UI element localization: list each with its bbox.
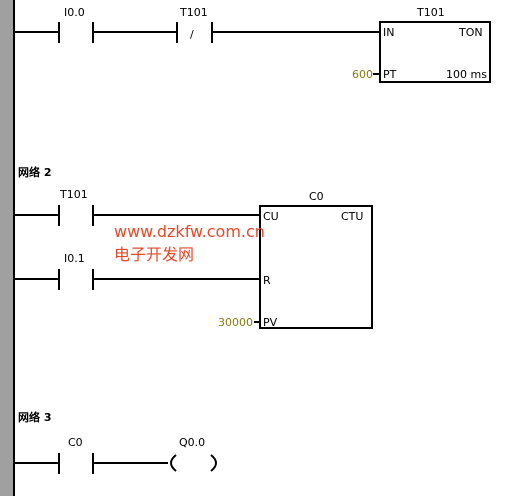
pv-value[interactable]: 30000 xyxy=(218,316,253,329)
contact-i0-0[interactable]: I0.0 xyxy=(14,6,94,43)
network-heading: 网络 2 xyxy=(18,165,51,179)
contact-label: T101 xyxy=(179,6,208,19)
coil-label: Q0.0 xyxy=(179,436,205,449)
contact-label: I0.1 xyxy=(64,252,85,265)
resolution: 100 ms xyxy=(446,68,487,81)
block-type: TON xyxy=(458,26,483,39)
contact-t101-no[interactable]: T101 xyxy=(14,188,94,226)
contact-label: T101 xyxy=(59,188,88,201)
left-edge-strip xyxy=(0,0,13,496)
network-heading: 网络 3 xyxy=(18,410,51,424)
contact-c0[interactable]: C0 xyxy=(14,436,94,474)
pt-value[interactable]: 600 xyxy=(352,68,373,81)
pin-pv: PV xyxy=(263,316,278,329)
block-type: CTU xyxy=(341,210,363,223)
network-2: 网络 2 T101 I0.1 C0 CU CTU R PV 30000 xyxy=(14,165,373,329)
watermark-url: www.dzkfw.com.cn xyxy=(114,222,265,241)
coil-q0-0[interactable]: Q0.0 xyxy=(170,436,217,472)
block-name: C0 xyxy=(309,190,324,203)
contact-i0-1[interactable]: I0.1 xyxy=(14,252,94,290)
network-1: I0.0 / T101 T101 IN TON PT 100 ms 600 xyxy=(14,6,491,83)
timer-block-t101[interactable]: T101 IN TON PT 100 ms xyxy=(379,6,491,83)
counter-block-c0[interactable]: C0 CU CTU R PV xyxy=(259,190,373,329)
contact-label: I0.0 xyxy=(64,6,85,19)
watermark-text: 电子开发网 xyxy=(114,245,194,264)
block-name: T101 xyxy=(416,6,445,19)
pin-r: R xyxy=(263,274,271,287)
pin-cu: CU xyxy=(263,210,279,223)
contact-t101-nc[interactable]: / T101 xyxy=(176,6,213,43)
nc-slash: / xyxy=(190,28,194,41)
pin-in: IN xyxy=(383,26,394,39)
contact-label: C0 xyxy=(68,436,83,449)
pin-pt: PT xyxy=(383,68,397,81)
network-3: 网络 3 C0 Q0.0 xyxy=(14,410,217,474)
